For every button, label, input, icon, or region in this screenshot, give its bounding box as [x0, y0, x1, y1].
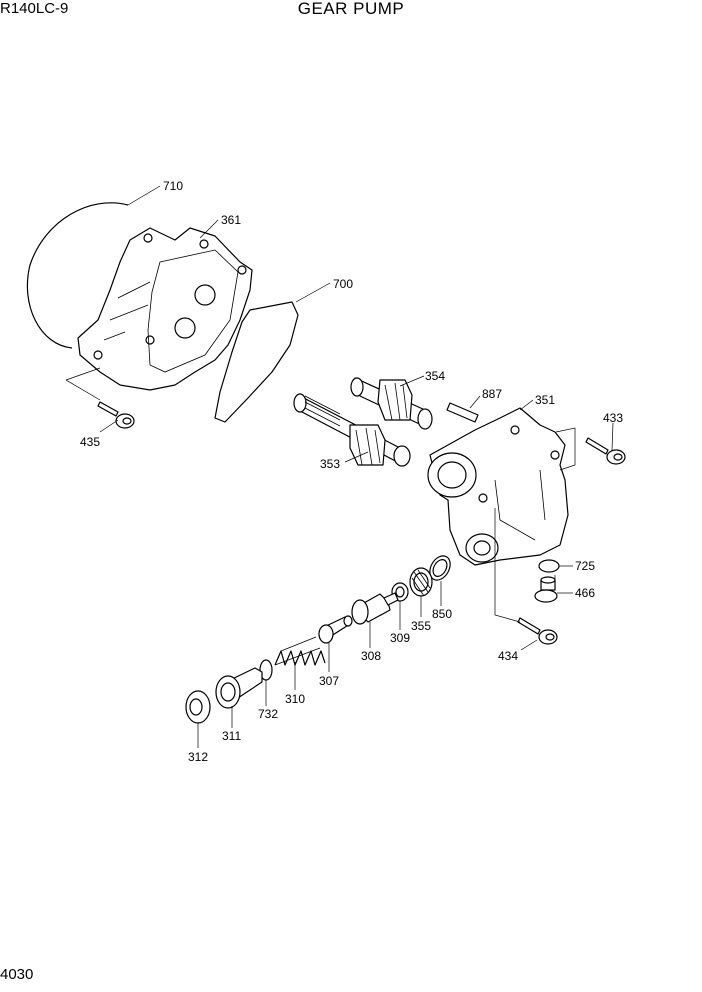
- part-435-bolt: [97, 401, 135, 429]
- part-433-bolt: [585, 437, 626, 465]
- callout-887: 887: [482, 387, 502, 401]
- part-434-bolt: [517, 617, 558, 645]
- callout-355: 355: [411, 619, 431, 633]
- callout-309: 309: [390, 631, 410, 645]
- part-351-housing: [427, 407, 569, 566]
- assembly-guide-lines: [65, 367, 576, 623]
- callout-310: 310: [285, 692, 305, 706]
- part-312-cap: [185, 690, 211, 724]
- callout-434: 434: [498, 649, 518, 663]
- callout-351: 351: [535, 393, 555, 407]
- callout-311: 311: [222, 729, 241, 743]
- part-887-pin: [446, 402, 479, 423]
- callout-308: 308: [361, 649, 381, 663]
- part-307-poppet: [318, 615, 353, 644]
- part-311-plug: [215, 667, 263, 709]
- callout-312: 312: [188, 750, 208, 764]
- callout-850: 850: [432, 607, 452, 621]
- part-353-drive-gear: [293, 393, 411, 467]
- callout-361: 361: [221, 213, 241, 227]
- callout-307: 307: [319, 674, 339, 688]
- callout-353: 353: [320, 457, 340, 471]
- model-label: R140LC-9: [0, 0, 69, 17]
- part-354-driven-gear: [350, 377, 433, 430]
- page-title: GEAR PUMP: [297, 0, 405, 18]
- callout-466: 466: [575, 586, 595, 600]
- part-700-gasket: [214, 301, 299, 423]
- part-310-spring: [274, 636, 326, 666]
- callout-710: 710: [163, 179, 183, 193]
- part-355-bearing: [409, 567, 433, 597]
- page-number: 4030: [0, 966, 34, 983]
- part-850-ring: [429, 555, 451, 581]
- part-725-o-ring: [538, 559, 560, 573]
- callout-700: 700: [333, 277, 353, 291]
- part-361-cover: [77, 227, 253, 391]
- leader-lines: [99, 185, 614, 748]
- callout-354: 354: [425, 369, 445, 383]
- part-466-plug: [534, 576, 558, 603]
- callout-725: 725: [575, 559, 595, 573]
- callout-732: 732: [258, 707, 278, 721]
- part-710-o-ring: [26, 202, 129, 349]
- callout-435: 435: [80, 435, 100, 449]
- callout-433: 433: [603, 411, 623, 425]
- part-308-valve: [351, 592, 399, 625]
